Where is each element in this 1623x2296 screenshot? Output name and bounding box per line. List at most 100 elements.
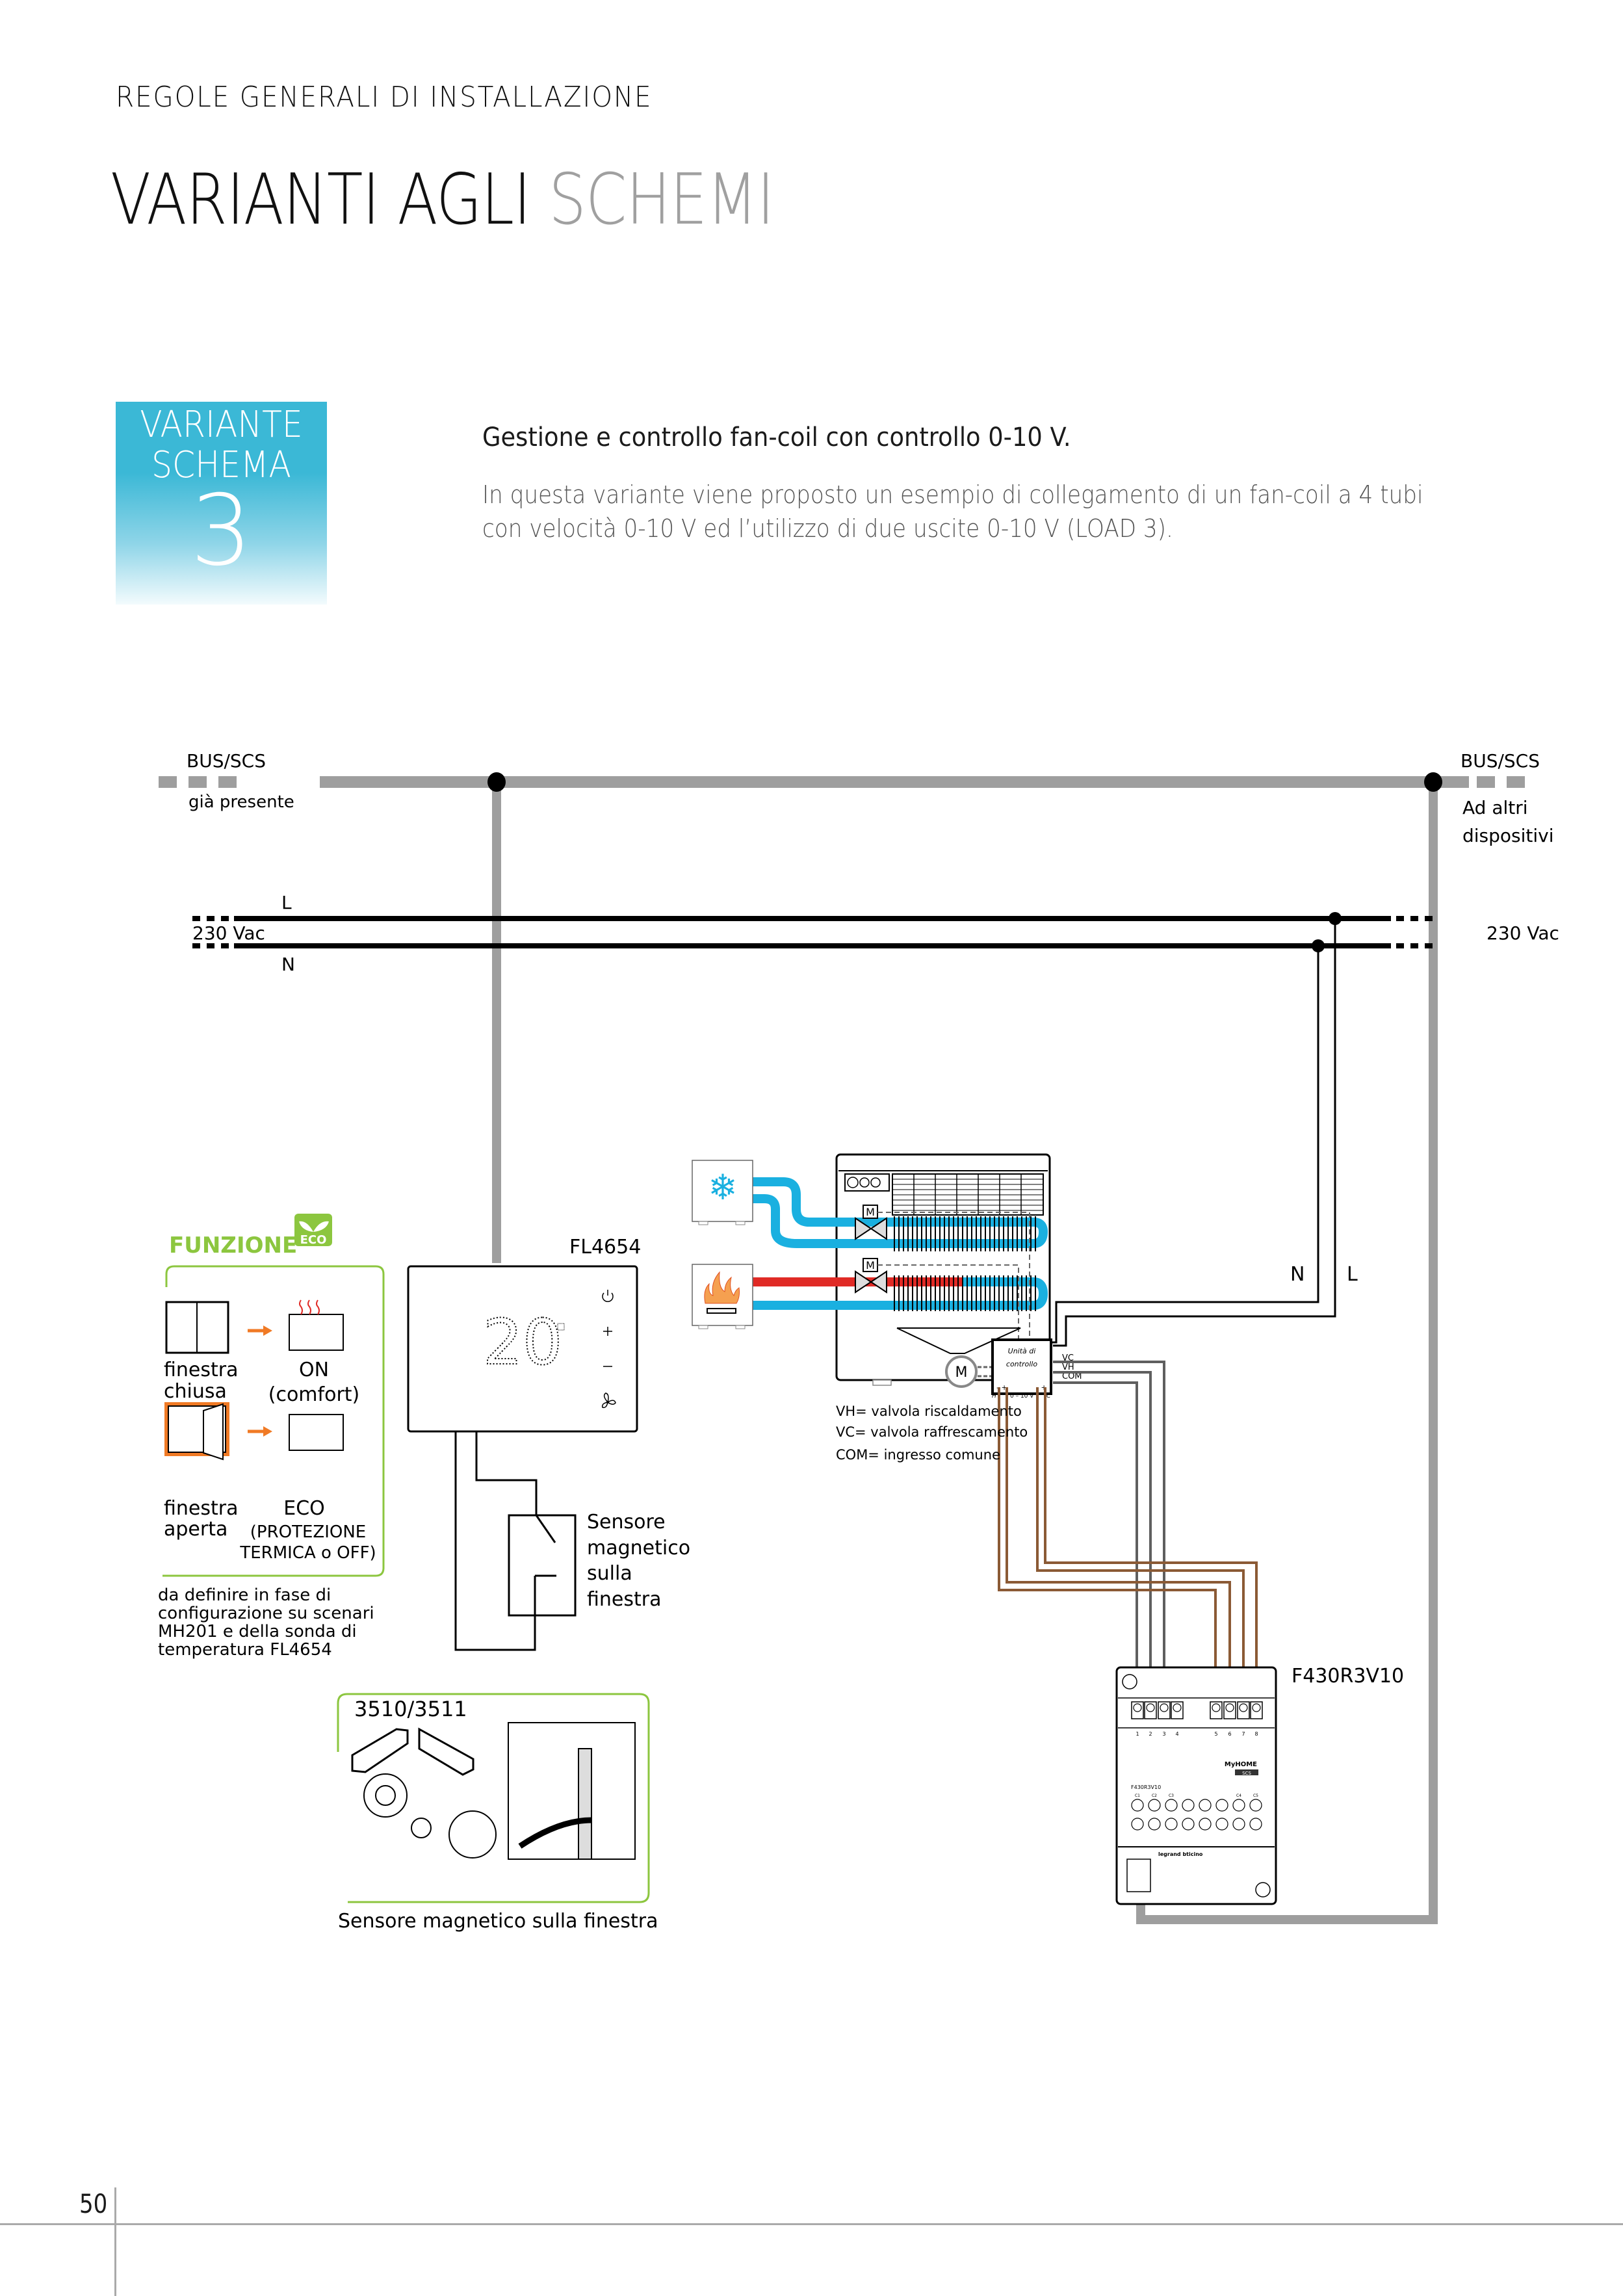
terminal-screw-head (1146, 1703, 1155, 1712)
heater-on-icon (289, 1314, 344, 1351)
config-socket (1182, 1818, 1195, 1831)
row1-right-2: (comfort) (268, 1383, 360, 1406)
row2-right-1: ECO (283, 1497, 325, 1520)
actuator-inner-model: F430R3V10 (1131, 1784, 1161, 1790)
myhome-logo: MyHOME (1225, 1761, 1257, 1768)
control-unit-label-1: Unità di (1008, 1347, 1036, 1355)
config-socket (1215, 1799, 1228, 1812)
label-010v: 0 – 10 V (1010, 1393, 1034, 1400)
config-label: C2 (1152, 1794, 1157, 1798)
bus-left-note: già presente (188, 792, 294, 812)
terminal-screw-head (1160, 1703, 1169, 1712)
row1-left-2: chiusa (164, 1380, 227, 1403)
page-title-light: SCHEMI (549, 159, 774, 241)
legend-vc: VC= valvola raffrescamento (836, 1424, 1028, 1440)
variant-number: 3 (190, 475, 253, 588)
legrand-logo: legrand bticino (1158, 1851, 1203, 1857)
row1-left-1: finestra (164, 1359, 238, 1381)
sensor-caption: Sensore magnetico sulla finestra (338, 1910, 658, 1933)
config-socket (1182, 1799, 1195, 1812)
variant-line2: SCHEMA (151, 444, 291, 486)
intro-paragraph: In questa variante viene proposto un ese… (482, 478, 1423, 545)
variant-badge: VARIANTE SCHEMA 3 (116, 402, 327, 605)
section-label: REGOLE GENERALI DI INSTALLAZIONE (116, 81, 653, 114)
eco-title: FUNZIONE (169, 1233, 297, 1259)
mains-lines (192, 912, 1433, 1347)
config-socket (1249, 1799, 1262, 1812)
variant-line1: VARIANTE (140, 404, 303, 446)
terminal-number: 1 (1136, 1731, 1139, 1737)
terminal-screw-head (1252, 1703, 1261, 1712)
config-socket (1199, 1818, 1212, 1831)
legend-vh: VH= valvola riscaldamento (836, 1403, 1022, 1419)
config-label: C5 (1253, 1794, 1258, 1798)
footer-divider (0, 2223, 1623, 2225)
eco-note-2: configurazione su scenari (158, 1604, 374, 1623)
eco-panel: FUNZIONE ECO finestra chiusa ON (comfort… (158, 1214, 385, 1660)
section-subheading: Gestione e controllo fan-coil con contro… (482, 423, 1071, 452)
page-title: VARIANTI AGLI SCHEMI (110, 159, 774, 241)
sensor-label-1: Sensore (587, 1511, 666, 1533)
page-number: 50 (79, 2189, 108, 2219)
flame-icon (704, 1271, 740, 1304)
mains-right-label: 230 Vac (1487, 922, 1559, 944)
eco-note-4: temperatura FL4654 (158, 1640, 332, 1660)
page-title-dark: VARIANTI AGLI (110, 159, 531, 241)
config-label: C1 (1135, 1794, 1140, 1798)
eco-badge-text: ECO (300, 1233, 327, 1247)
footer-vertical-divider (114, 2187, 116, 2296)
control-unit: Unità di controllo - + - + H 0 – 10 V C … (991, 1338, 1082, 1400)
row2-left-2: aperta (164, 1518, 227, 1541)
row2-right-3: TERMICA o OFF) (239, 1543, 376, 1563)
config-socket (1232, 1818, 1245, 1831)
intro-line-1: In questa variante viene proposto un ese… (482, 480, 1423, 509)
eco-badge-icon (294, 1214, 332, 1246)
terminal-number: 2 (1149, 1731, 1152, 1737)
config-socket (1165, 1799, 1178, 1812)
row2-right-2: (PROTEZIONE (250, 1522, 366, 1542)
terminal-number: 4 (1175, 1731, 1178, 1737)
terminal-screw-head (1173, 1703, 1182, 1712)
drop-n-label: N (1290, 1263, 1305, 1286)
label-c: C (1046, 1393, 1051, 1400)
config-socket (1232, 1799, 1245, 1812)
sensor-label-4: finestra (587, 1588, 661, 1611)
row2-left-1: finestra (164, 1497, 238, 1520)
bus-right-label: BUS/SCS (1461, 750, 1540, 772)
config-socket (1131, 1799, 1144, 1812)
plus-icon (603, 1327, 612, 1336)
out-vh: VH (1062, 1363, 1074, 1372)
control-unit-label-2: controllo (1006, 1360, 1037, 1368)
hot-source (692, 1264, 753, 1329)
fan-icon (601, 1392, 616, 1409)
thermostat-display: 20 (483, 1306, 562, 1379)
sensor-label-3: sulla (587, 1562, 632, 1585)
valve-hot-label: M (866, 1259, 875, 1272)
cold-source: ❄ (692, 1160, 753, 1225)
valve-wires (1053, 1361, 1165, 1703)
thermostat-fl4654: 20 (407, 1265, 638, 1651)
config-socket (1215, 1818, 1228, 1831)
label-h: H (992, 1393, 996, 1400)
legend-com: COM= ingresso comune (836, 1447, 1000, 1463)
scs-logo: SCS (1242, 1771, 1251, 1776)
mains-left-label: 230 Vac (192, 922, 265, 944)
config-socket (1148, 1818, 1161, 1831)
out-com: COM (1062, 1372, 1082, 1381)
eco-note-1: da definire in fase di (158, 1585, 331, 1605)
terminal-screw-head (1212, 1703, 1221, 1712)
sensor-panel: 3510/3511 Sensore magnetico sulla finest… (337, 1693, 658, 1933)
power-icon (602, 1290, 614, 1303)
terminal-number: 6 (1228, 1731, 1231, 1737)
config-socket (1148, 1799, 1161, 1812)
snowflake-icon: ❄ (708, 1167, 737, 1208)
config-socket (1131, 1818, 1144, 1831)
heater-eco-icon (289, 1414, 344, 1451)
actuator-model: F430R3V10 (1292, 1665, 1404, 1688)
terminal-number: 8 (1254, 1731, 1258, 1737)
terminal-screw-head (1239, 1703, 1248, 1712)
terminal-screw-head (1225, 1703, 1234, 1712)
config-socket (1165, 1818, 1178, 1831)
